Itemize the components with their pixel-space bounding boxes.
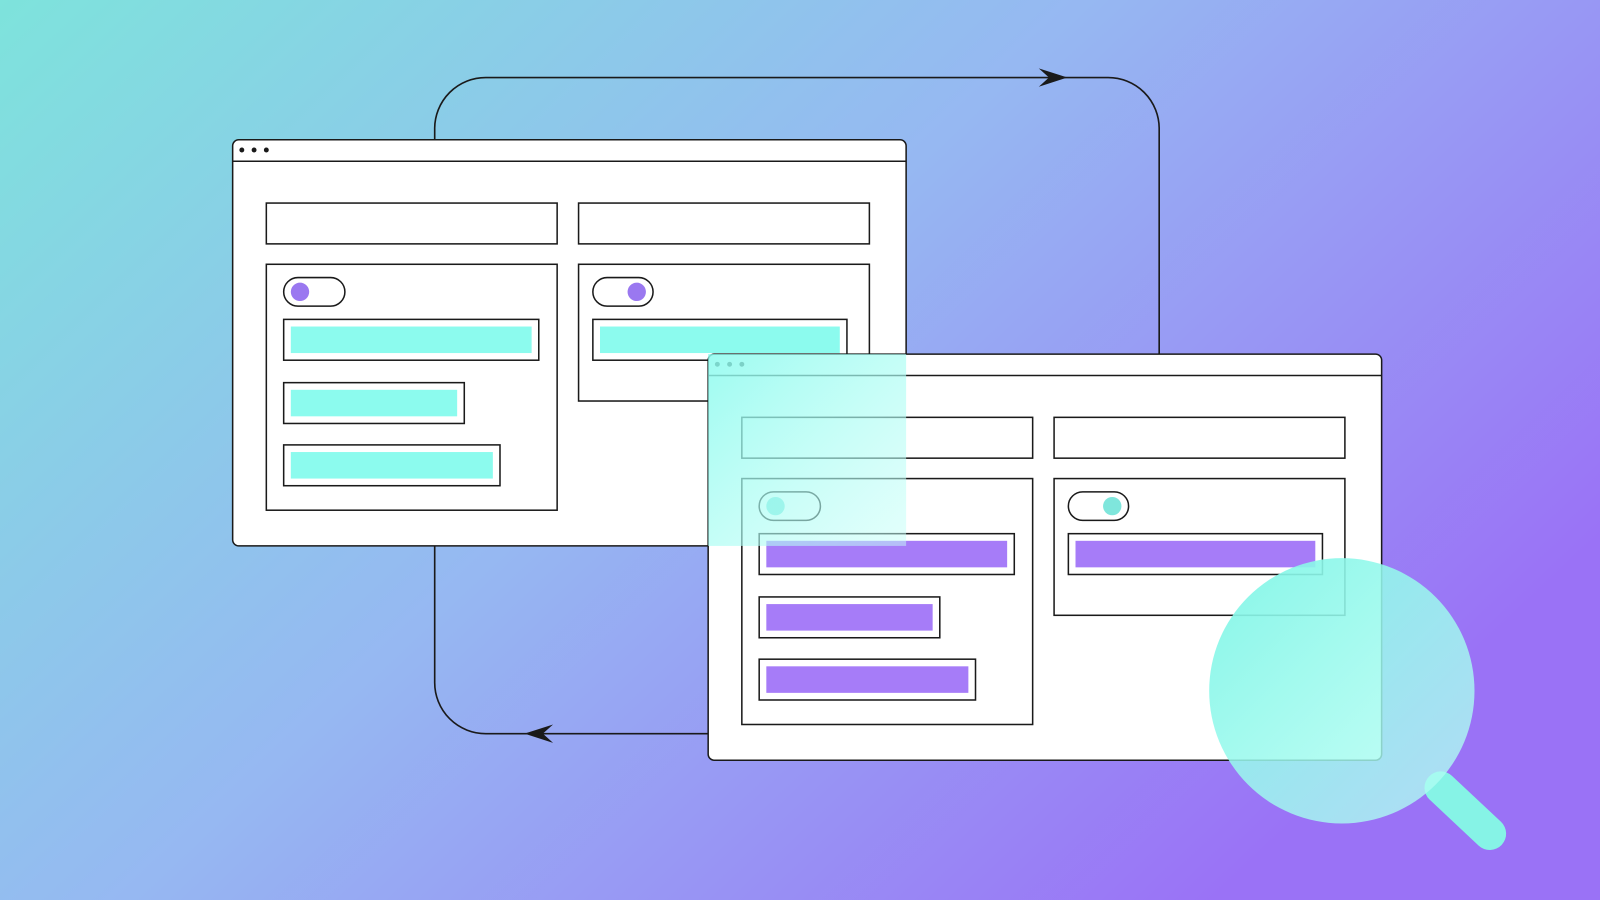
loop-arrow-icon xyxy=(433,76,1160,735)
content-bar xyxy=(1075,540,1316,568)
window-dots-icon xyxy=(251,147,257,153)
content-bar xyxy=(290,389,458,417)
content-bar xyxy=(290,452,493,479)
toggle-knob xyxy=(1103,496,1122,516)
input-field[interactable] xyxy=(577,202,871,245)
content-bar xyxy=(290,326,532,354)
window-dots-icon xyxy=(239,147,245,153)
toggle-knob xyxy=(627,282,646,302)
overlap-glass xyxy=(708,354,907,546)
content-bar xyxy=(600,326,840,354)
content-bar xyxy=(766,604,933,631)
arrowhead-right-icon xyxy=(1038,68,1068,87)
magnifier-icon xyxy=(1209,558,1507,851)
content-bar xyxy=(766,666,969,693)
toggle-knob xyxy=(290,282,310,302)
arrowhead-left-icon xyxy=(524,724,554,743)
window-dots-icon xyxy=(263,147,269,153)
input-field[interactable] xyxy=(1053,416,1346,459)
input-field[interactable] xyxy=(265,202,558,245)
